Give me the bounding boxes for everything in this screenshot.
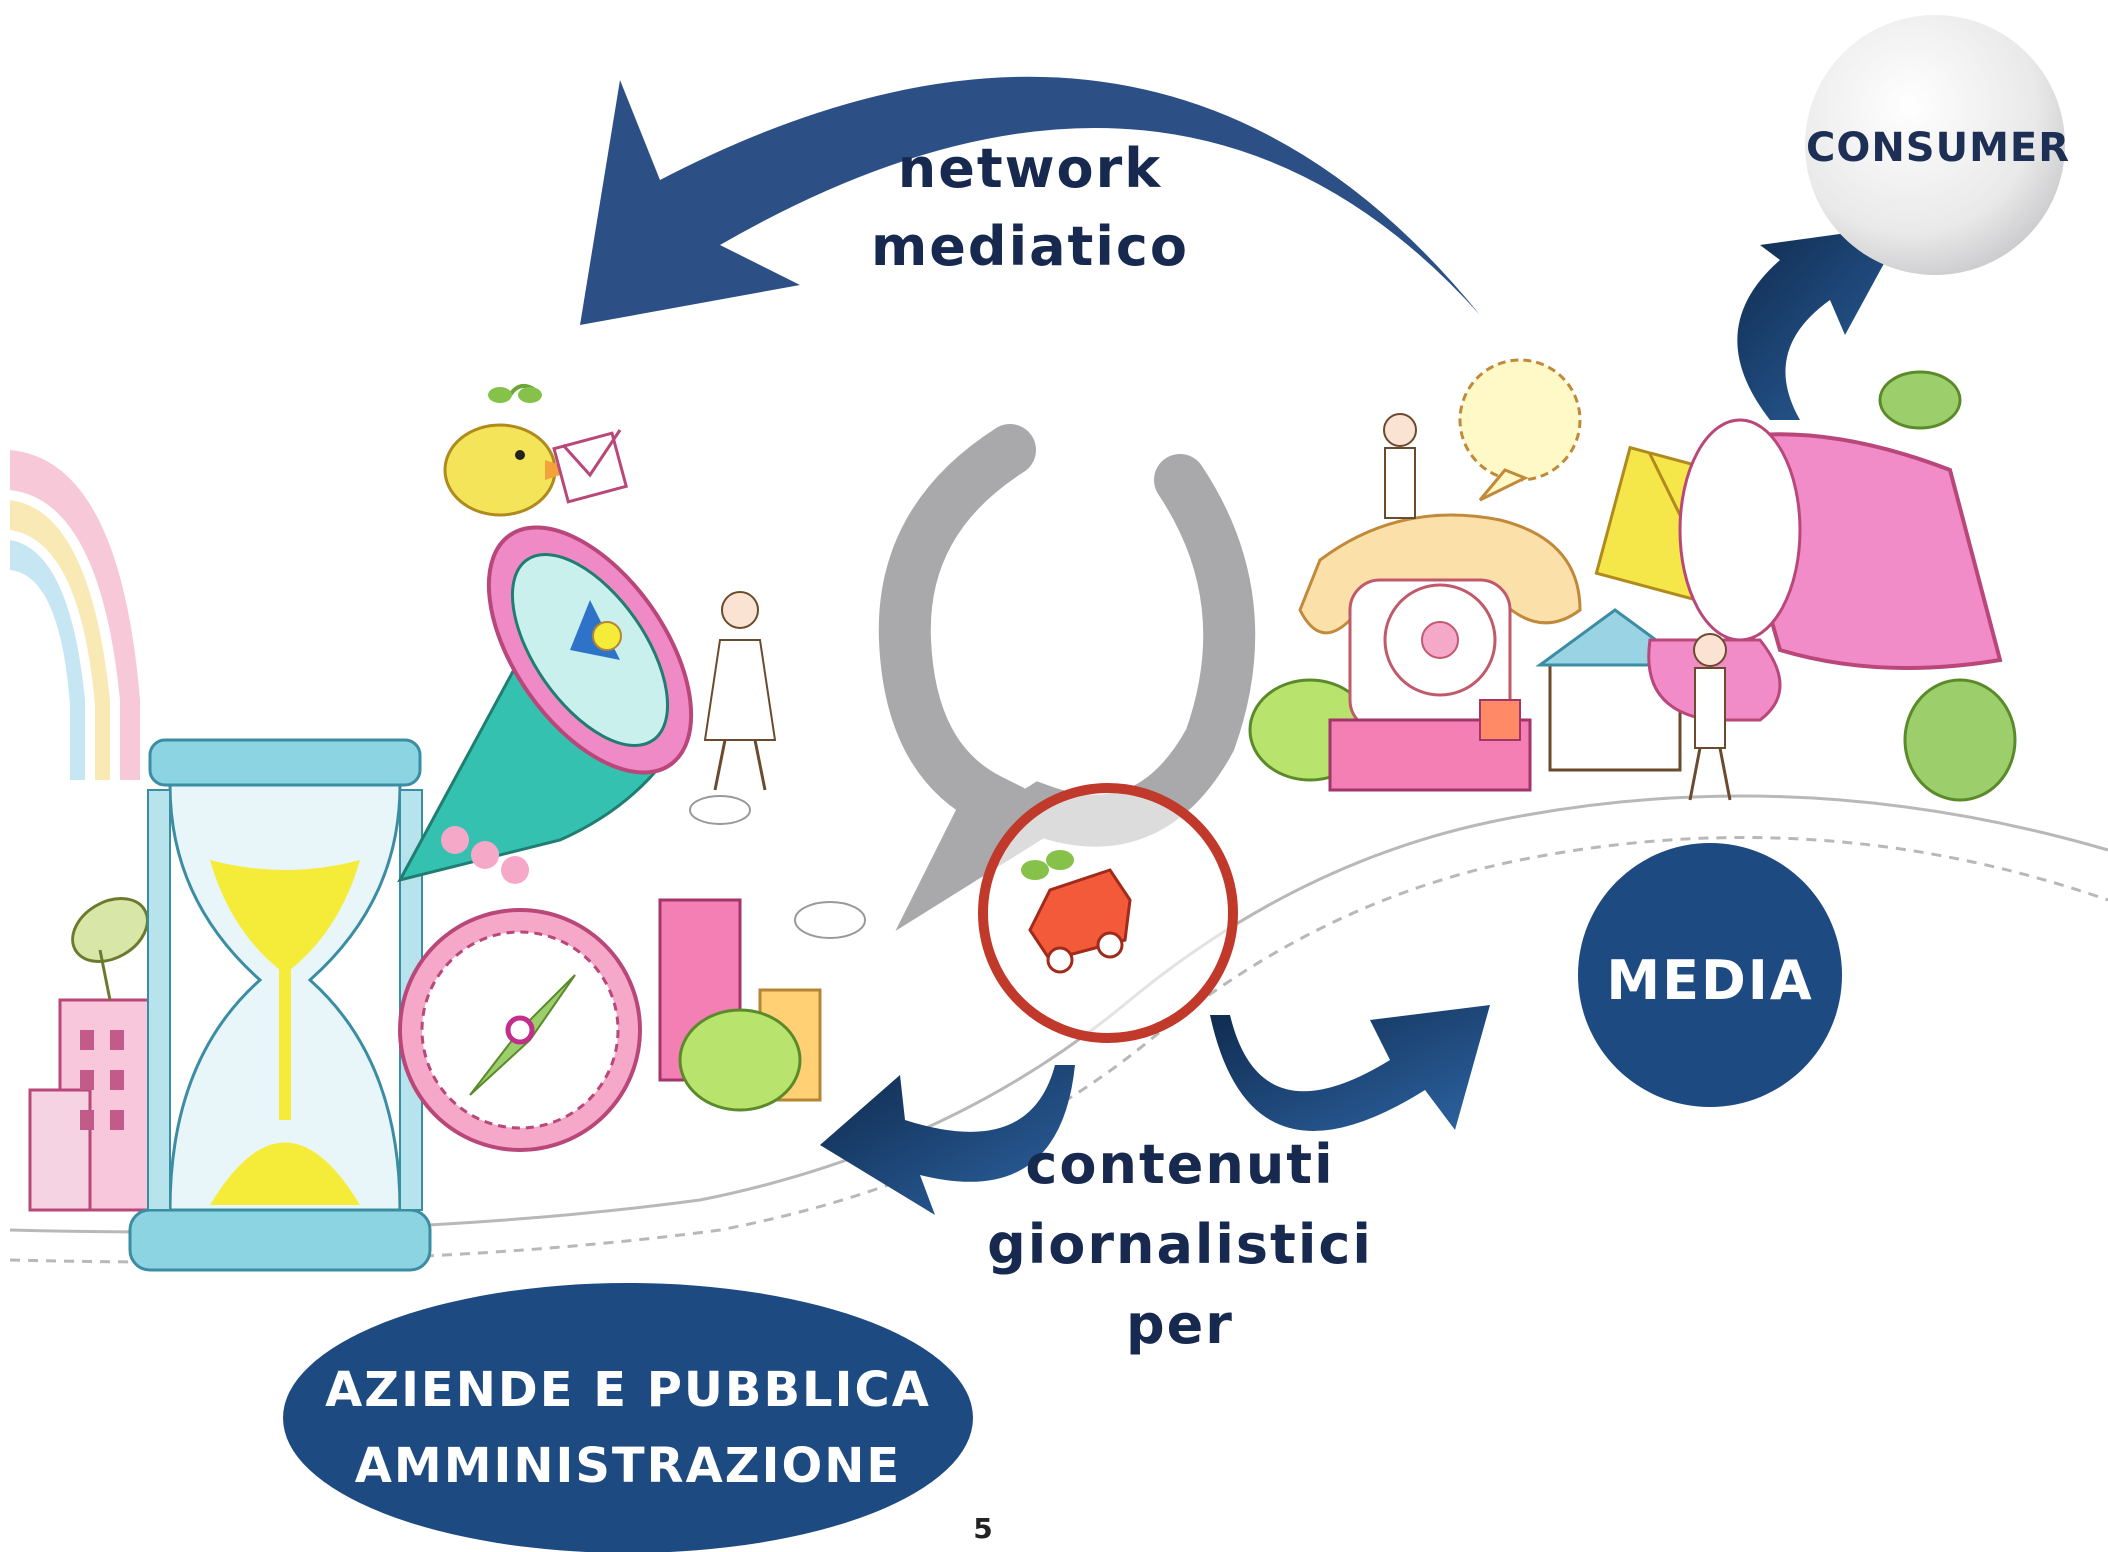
network-mediatico-label: network mediatico — [871, 137, 1189, 278]
rainbow-icon — [10, 450, 140, 780]
aziende-node — [283, 1283, 973, 1552]
house-icon — [1328, 608, 1695, 792]
car-icon — [1021, 850, 1132, 974]
bird-icon — [443, 384, 575, 517]
arrow-network-mediatico — [580, 76, 1480, 326]
arrow-to-media — [1210, 1005, 1490, 1132]
megaphone-icon — [397, 525, 694, 883]
media-label: MEDIA — [1606, 949, 1814, 1012]
hourglass-icon — [128, 738, 432, 1272]
tree-icon — [678, 370, 2017, 1112]
contenuti-giornalistici-label: contenuti giornalistici per — [987, 1133, 1373, 1356]
page-number: 5 — [973, 1512, 993, 1545]
media-node — [1578, 843, 1842, 1107]
person-icon — [1383, 413, 1417, 519]
telephone-icon — [1298, 513, 1582, 732]
person-icon — [703, 591, 777, 791]
cloud-icon — [689, 795, 866, 939]
envelope-icon — [552, 429, 629, 504]
arrow-to-consumer — [1737, 225, 1905, 420]
brand-logo — [878, 424, 1256, 932]
person-icon — [1688, 633, 1732, 801]
consumer-label: CONSUMER — [1805, 125, 2071, 171]
compass-icon — [398, 826, 642, 1152]
aziende-label: AZIENDE E PUBBLICA AMMINISTRAZIONE — [325, 1362, 931, 1494]
satellite-dish-icon — [71, 897, 149, 1001]
consumer-node — [1805, 15, 2065, 275]
arrow-to-aziende — [820, 1065, 1075, 1215]
question-bubble-icon — [1458, 358, 1582, 502]
